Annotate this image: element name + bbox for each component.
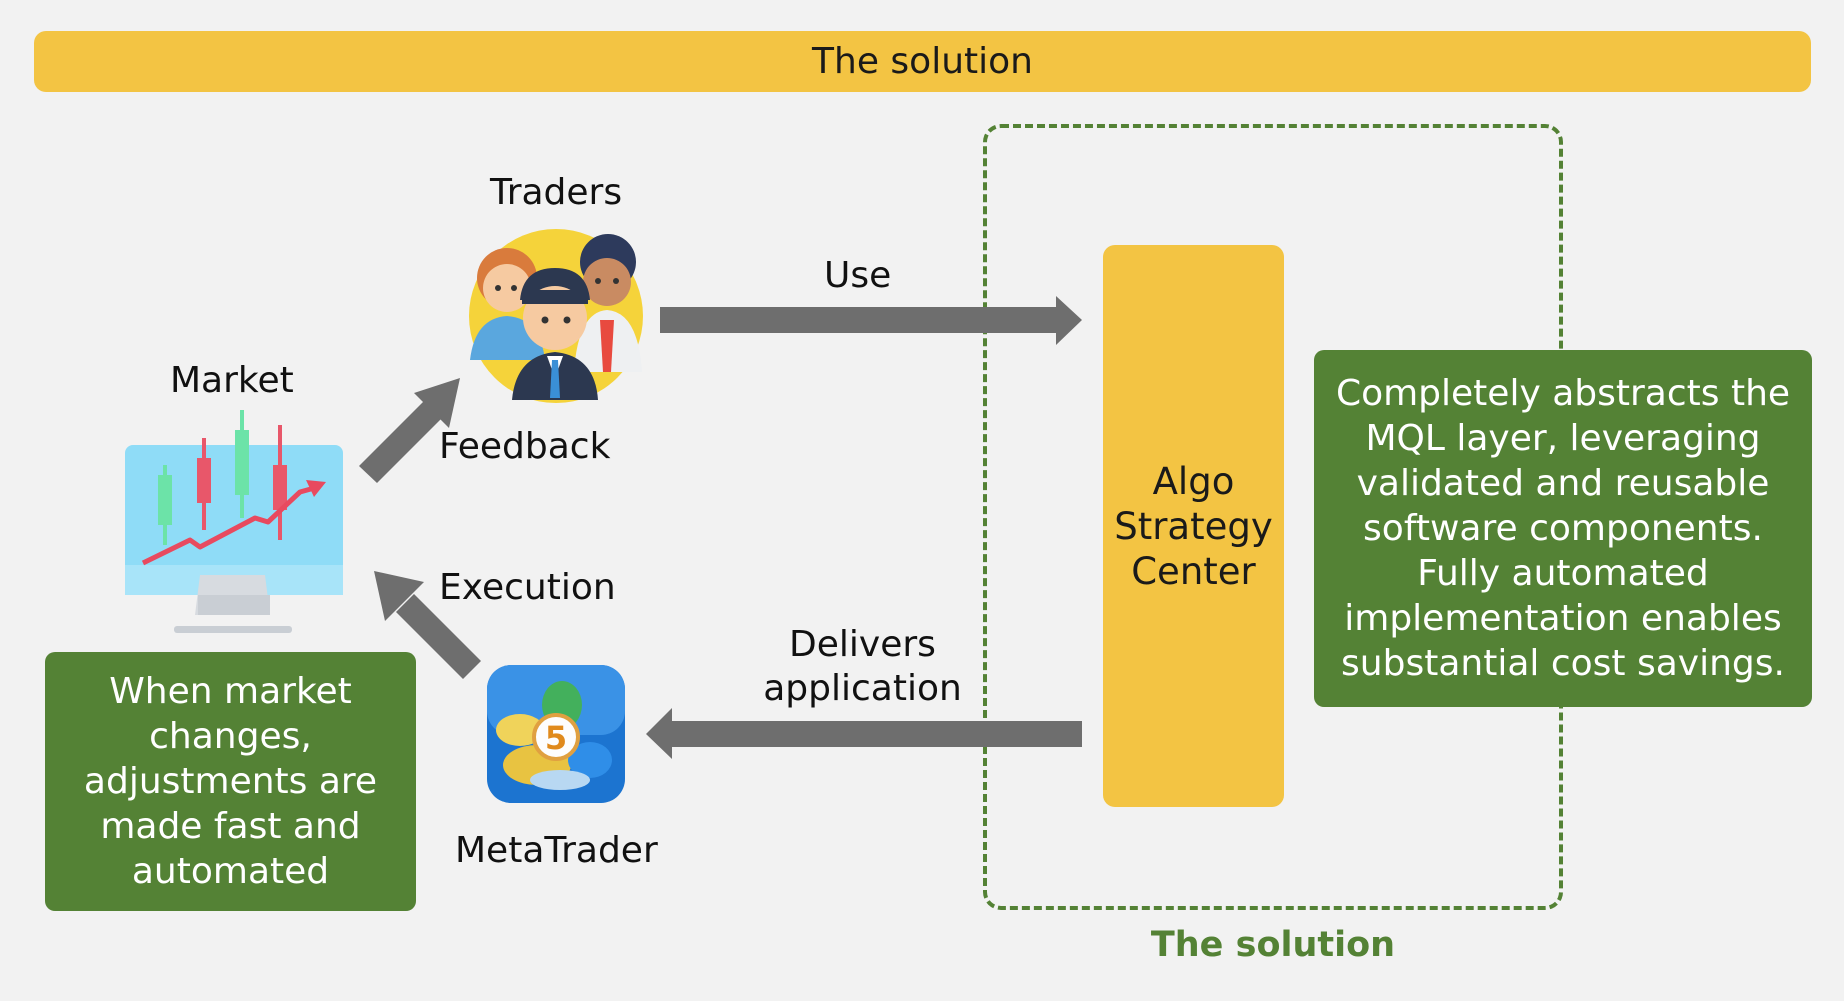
solution-region-label: The solution: [1150, 925, 1396, 965]
use-label: Use: [824, 255, 892, 296]
market-monitor-icon: [125, 410, 343, 633]
feedback-arrow: [359, 378, 460, 483]
solution-description-box: Completely abstracts the MQL layer, leve…: [1314, 350, 1812, 707]
metatrader-5-icon: 5: [487, 665, 625, 803]
solution-description-text: Completely abstracts the MQL layer, leve…: [1335, 373, 1791, 684]
algo-strategy-center-label: Algo Strategy Center: [1114, 459, 1273, 593]
svg-text:5: 5: [545, 719, 567, 757]
execution-label: Execution: [439, 567, 616, 608]
traders-group-icon: [469, 229, 643, 403]
market-adjustment-box: When market changes, adjustments are mad…: [45, 652, 416, 911]
delivers-label: Delivers application: [763, 624, 962, 709]
delivers-arrow: [646, 708, 1082, 759]
banner-title: The solution: [812, 41, 1033, 82]
execution-arrow: [374, 571, 481, 679]
market-label: Market: [170, 360, 294, 401]
feedback-label: Feedback: [439, 426, 611, 467]
traders-label: Traders: [490, 172, 623, 213]
use-arrow: [660, 296, 1082, 345]
market-adjustment-text: When market changes, adjustments are mad…: [83, 671, 378, 892]
title-banner: The solution: [34, 31, 1811, 92]
metatrader-label: MetaTrader: [455, 830, 658, 871]
algo-strategy-center-node: Algo Strategy Center: [1103, 245, 1284, 807]
